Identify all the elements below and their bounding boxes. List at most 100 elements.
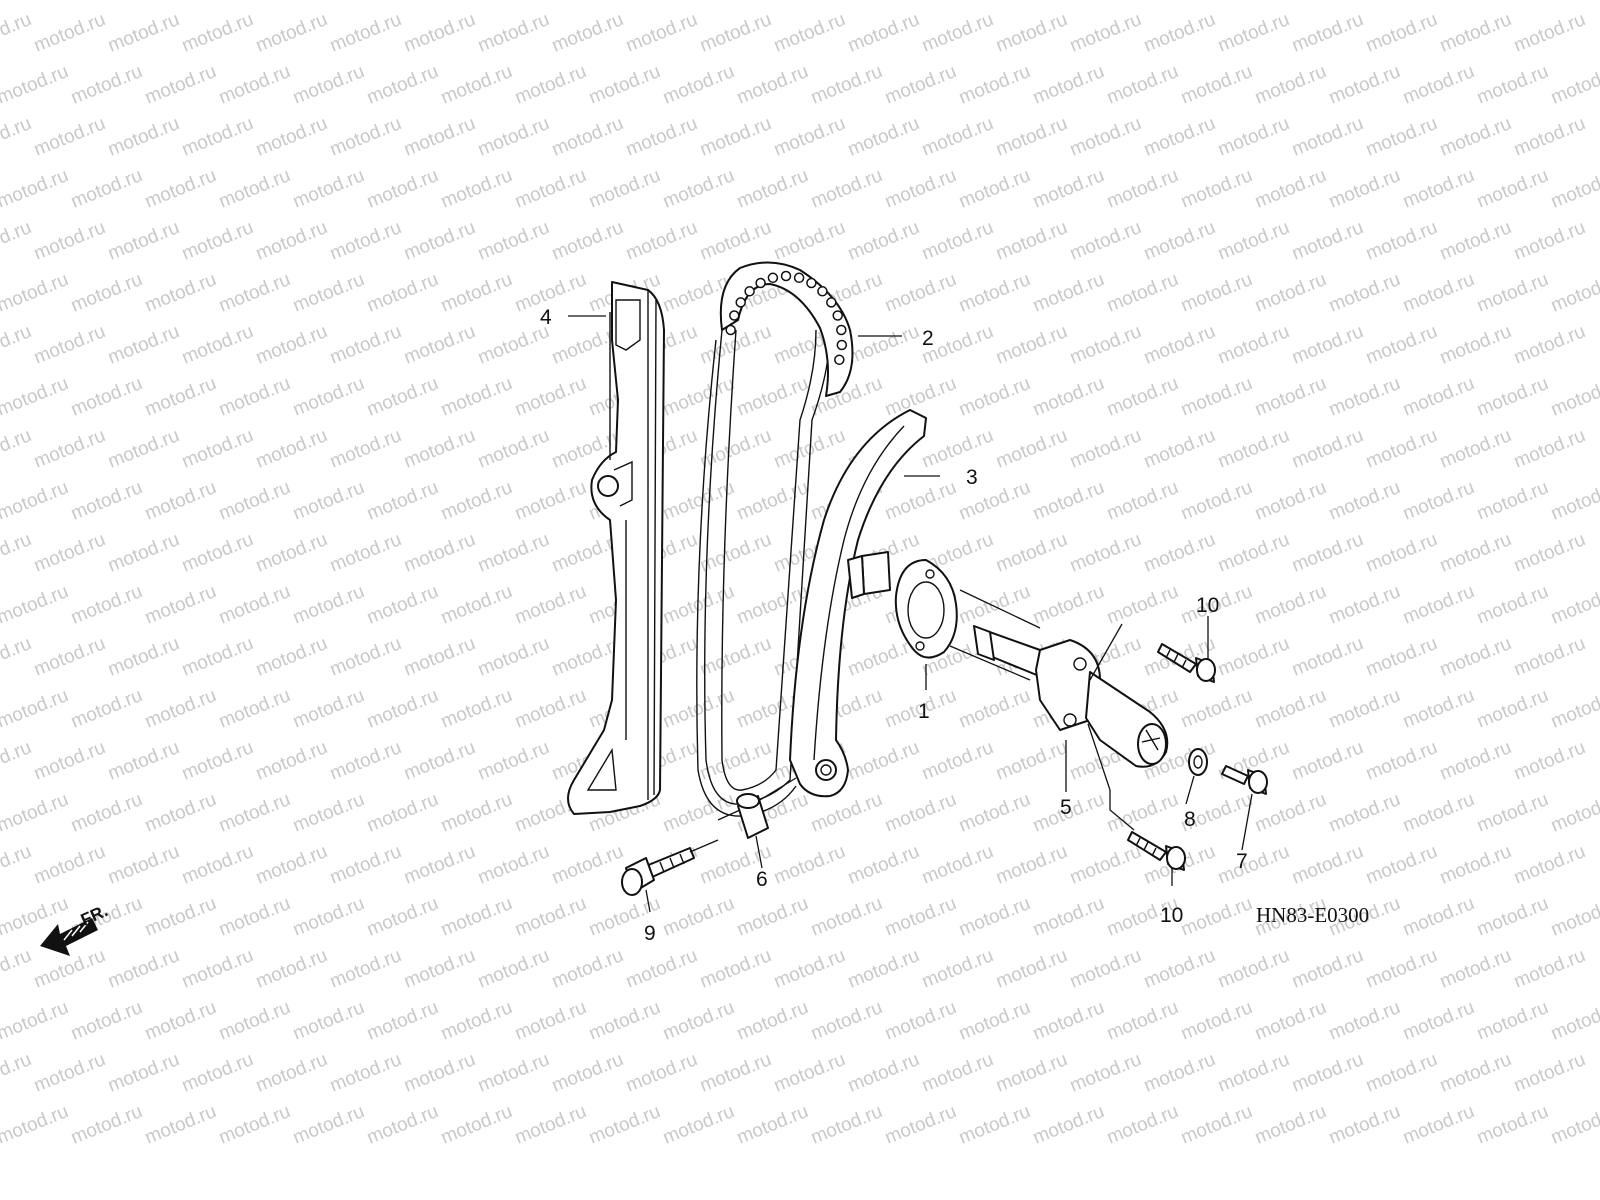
watermark-text: motod.ru — [1178, 997, 1255, 1045]
watermark-text: motod.ru — [475, 841, 552, 889]
watermark-text: motod.ru — [0, 737, 34, 785]
watermark-text: motod.ru — [1437, 633, 1514, 681]
watermark-text: motod.ru — [0, 841, 34, 889]
watermark-text: motod.ru — [1437, 321, 1514, 369]
watermark-text: motod.ru — [1400, 269, 1477, 317]
watermark-text: motod.ru — [68, 61, 145, 109]
watermark-text: motod.ru — [290, 1101, 367, 1149]
tensioner-gasket — [894, 559, 958, 659]
watermark-text: motod.ru — [845, 945, 922, 993]
watermark-text: motod.ru — [1030, 477, 1107, 525]
watermark-text: motod.ru — [216, 685, 293, 733]
watermark-text: motod.ru — [105, 217, 182, 265]
watermark-text: motod.ru — [1104, 997, 1181, 1045]
watermark-text: motod.ru — [31, 529, 108, 577]
watermark-text: motod.ru — [993, 1049, 1070, 1097]
watermark-text: motod.ru — [993, 9, 1070, 57]
watermark-text: motod.ru — [68, 581, 145, 629]
watermark-text: motod.ru — [31, 217, 108, 265]
watermark-text: motod.ru — [253, 945, 330, 993]
watermark-text: motod.ru — [1289, 945, 1366, 993]
watermark-text: motod.ru — [68, 165, 145, 213]
watermark-text: motod.ru — [31, 945, 108, 993]
watermark-text: motod.ru — [0, 893, 71, 941]
watermark-text: motod.ru — [31, 9, 108, 57]
watermark-text: motod.ru — [734, 373, 811, 421]
watermark-text: motod.ru — [1104, 581, 1181, 629]
watermark-text: motod.ru — [0, 1101, 71, 1149]
watermark-text: motod.ru — [1437, 9, 1514, 57]
watermark-text: motod.ru — [845, 321, 922, 369]
watermark-text: motod.ru — [1215, 321, 1292, 369]
watermark-text: motod.ru — [142, 477, 219, 525]
watermark-text: motod.ru — [438, 373, 515, 421]
watermark-text: motod.ru — [0, 373, 71, 421]
watermark-text: motod.ru — [364, 1101, 441, 1149]
watermark-text: motod.ru — [1215, 841, 1292, 889]
watermark-text: motod.ru — [993, 529, 1070, 577]
watermark-text: motod.ru — [142, 0, 219, 5]
watermark-text: motod.ru — [512, 1101, 589, 1149]
watermark-text: motod.ru — [1548, 373, 1600, 421]
watermark-text: motod.ru — [1548, 893, 1600, 941]
watermark-text: motod.ru — [1474, 685, 1551, 733]
watermark-text: motod.ru — [290, 373, 367, 421]
callout-4: 4 — [540, 306, 552, 329]
watermark-text: motod.ru — [68, 0, 145, 5]
watermark-text: motod.ru — [808, 893, 885, 941]
watermark-text: motod.ru — [586, 0, 663, 5]
watermark-text: motod.ru — [1474, 477, 1551, 525]
watermark-text: motod.ru — [956, 0, 1033, 5]
watermark-text: motod.ru — [475, 737, 552, 785]
callout-10-lower: 10 — [1160, 904, 1183, 927]
cam-chain — [696, 261, 854, 817]
chain-link — [834, 354, 845, 366]
watermark-text: motod.ru — [1178, 1101, 1255, 1149]
watermark-text: motod.ru — [179, 113, 256, 161]
watermark-text: motod.ru — [771, 1049, 848, 1097]
watermark-text: motod.ru — [697, 113, 774, 161]
watermark-text: motod.ru — [660, 997, 737, 1045]
watermark-text: motod.ru — [808, 165, 885, 213]
watermark-text: motod.ru — [734, 893, 811, 941]
watermark-text: motod.ru — [253, 529, 330, 577]
watermark-text: motod.ru — [105, 321, 182, 369]
watermark-text: motod.ru — [327, 737, 404, 785]
watermark-text: motod.ru — [1104, 373, 1181, 421]
watermark-text: motod.ru — [401, 945, 478, 993]
watermark-text: motod.ru — [1030, 1101, 1107, 1149]
watermark-text: motod.ru — [290, 61, 367, 109]
watermark-text: motod.ru — [845, 1049, 922, 1097]
watermark-text: motod.ru — [327, 9, 404, 57]
watermark-text: motod.ru — [1363, 113, 1440, 161]
watermark-text: motod.ru — [438, 685, 515, 733]
chain-links — [725, 270, 848, 366]
watermark-text: motod.ru — [1511, 217, 1588, 265]
watermark-text: motod.ru — [956, 685, 1033, 733]
watermark-text: motod.ru — [1363, 321, 1440, 369]
watermark-text: motod.ru — [1400, 477, 1477, 525]
watermark-text: motod.ru — [253, 1049, 330, 1097]
watermark-text: motod.ru — [771, 841, 848, 889]
watermark-text: motod.ru — [1067, 945, 1144, 993]
watermark-text: motod.ru — [31, 113, 108, 161]
watermark-text: motod.ru — [31, 425, 108, 473]
watermark-text: motod.ru — [216, 1101, 293, 1149]
watermark-text: motod.ru — [438, 0, 515, 5]
watermark-text: motod.ru — [1474, 893, 1551, 941]
callout-9: 9 — [644, 922, 656, 945]
watermark-text: motod.ru — [364, 0, 441, 5]
watermark-text: motod.ru — [1326, 165, 1403, 213]
watermark-text: motod.ru — [697, 633, 774, 681]
watermark-text: motod.ru — [882, 373, 959, 421]
watermark-text: motod.ru — [549, 1049, 626, 1097]
chain-link — [826, 297, 837, 308]
watermark-text: motod.ru — [1363, 529, 1440, 577]
watermark-text: motod.ru — [1215, 529, 1292, 577]
callout-6: 6 — [756, 868, 768, 891]
watermark-text: motod.ru — [68, 477, 145, 525]
watermark-text: motod.ru — [0, 217, 34, 265]
watermark-text: motod.ru — [660, 165, 737, 213]
watermark-text: motod.ru — [919, 425, 996, 473]
watermark-text: motod.ru — [660, 61, 737, 109]
